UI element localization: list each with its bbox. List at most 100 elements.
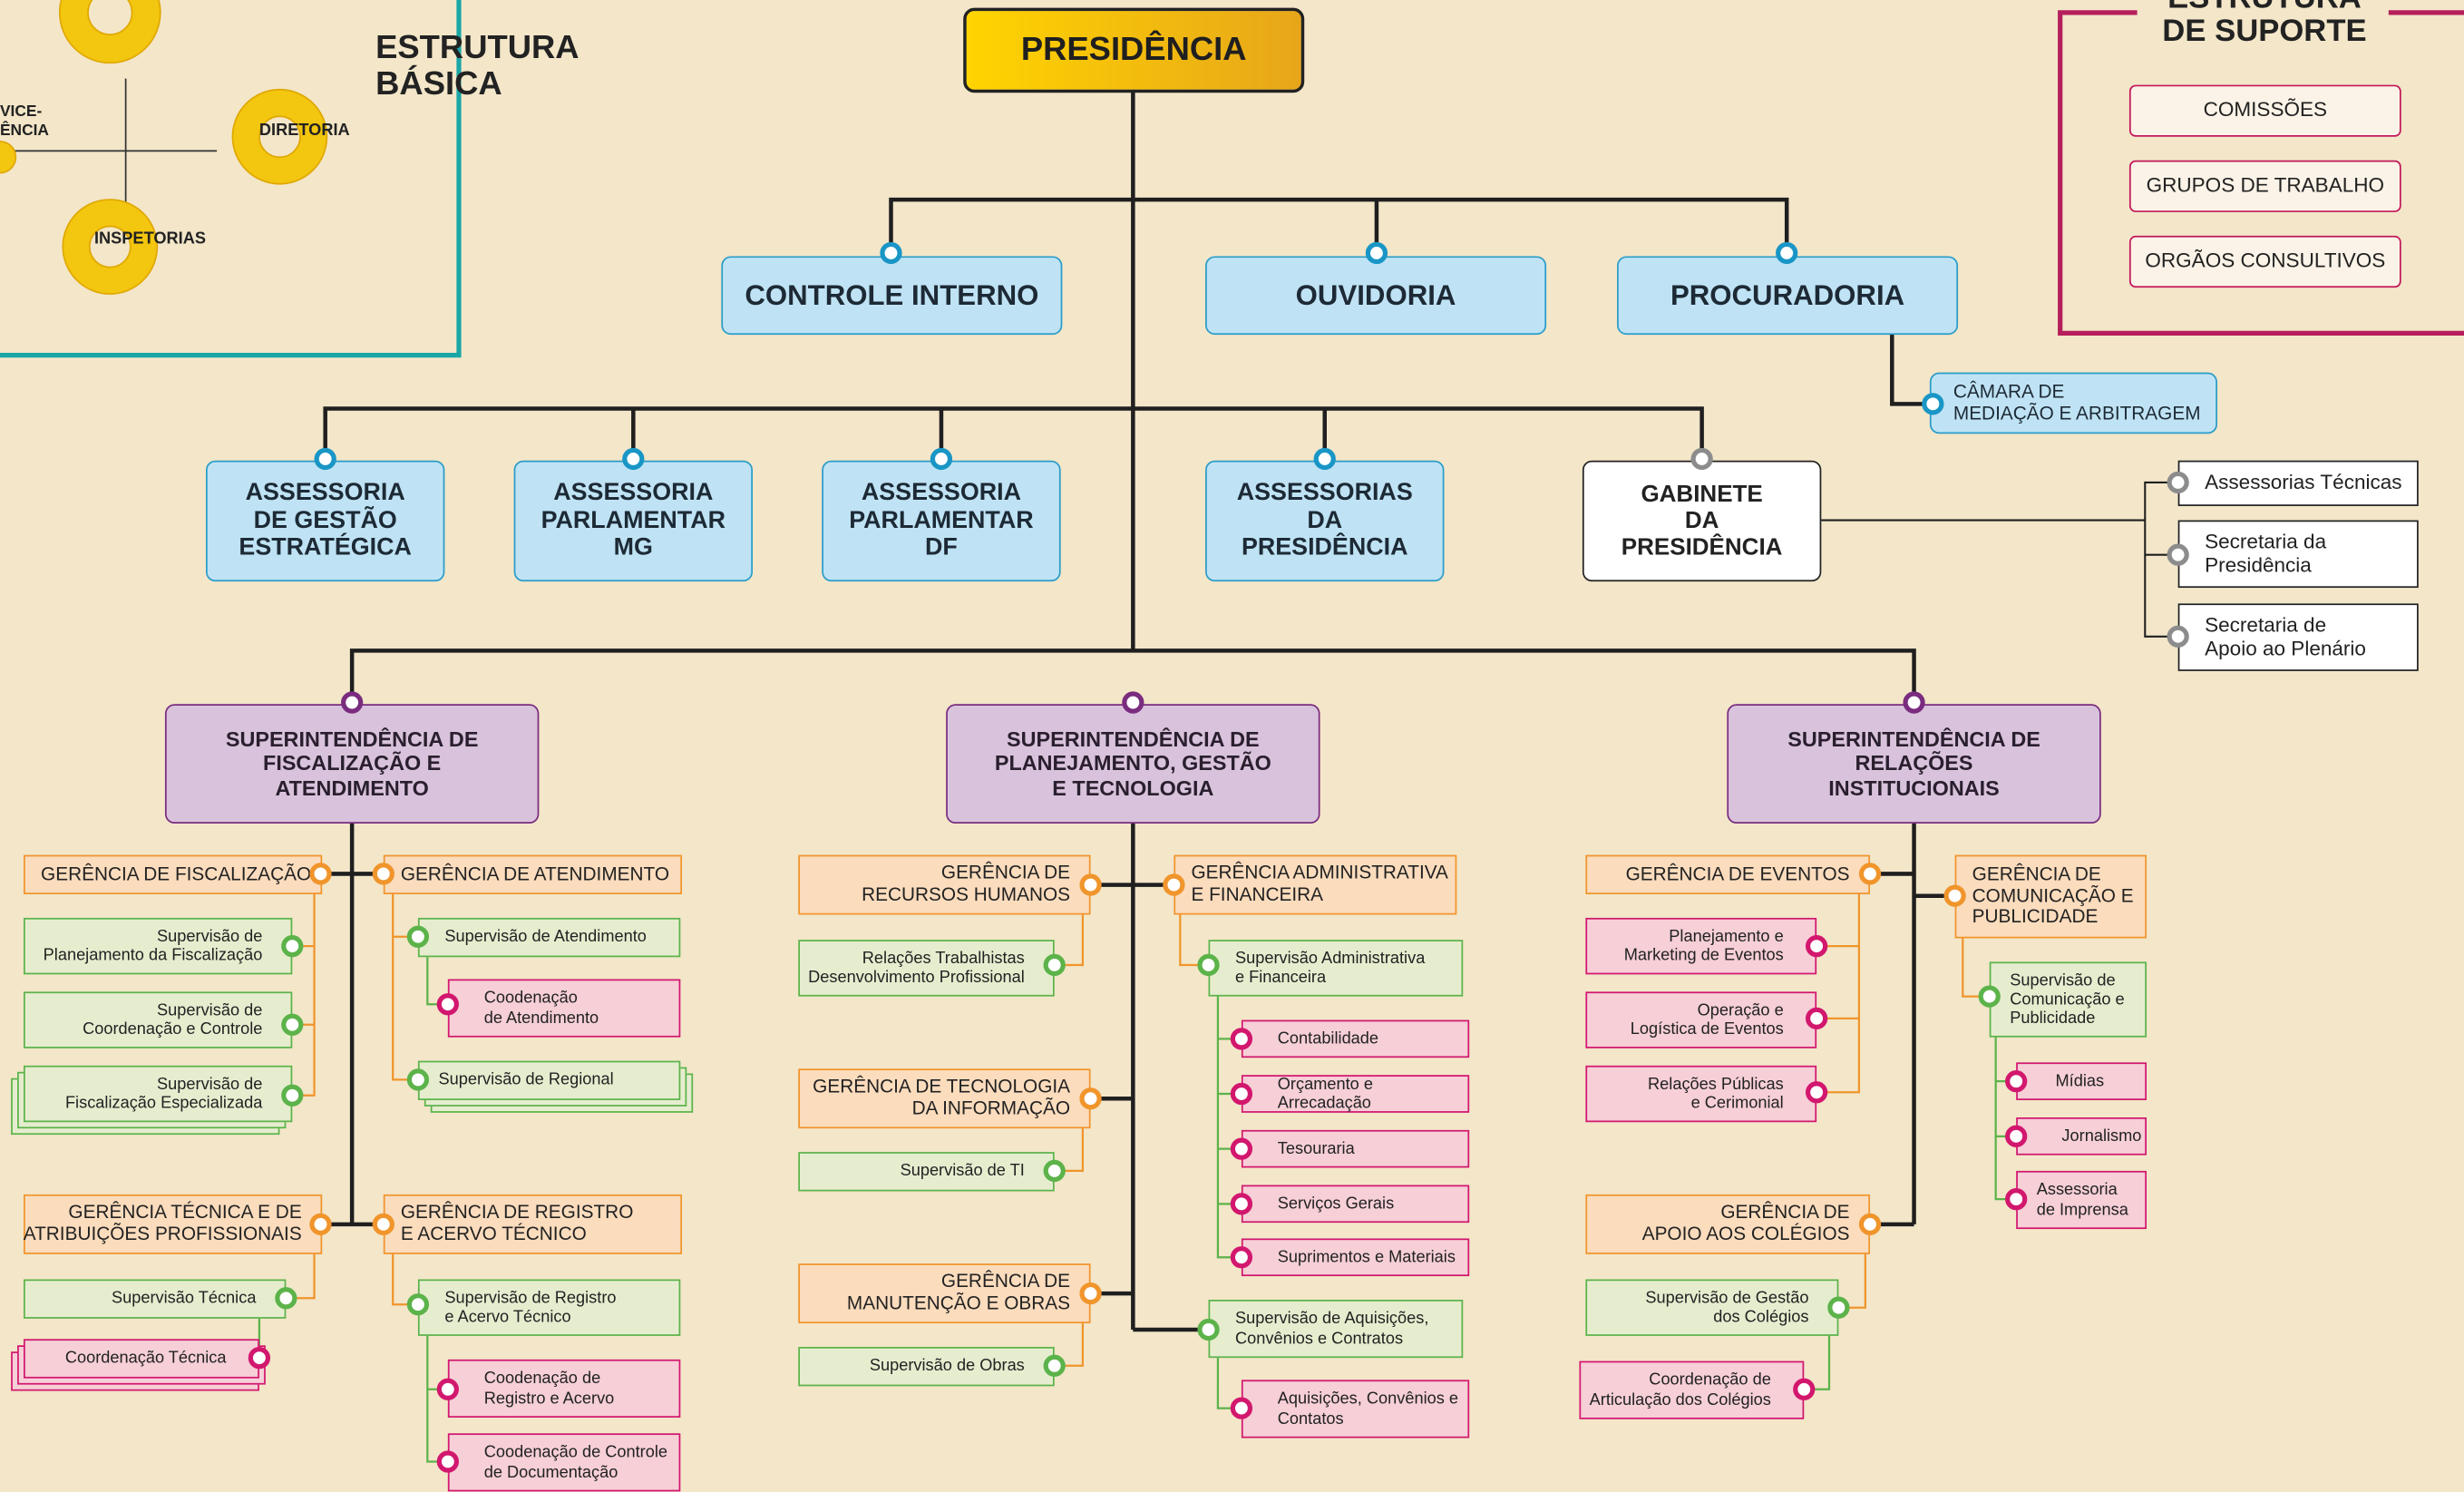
supervisao-atendimento-box[interactable]: Supervisão de Atendimento [417, 917, 681, 958]
camara-mediacao-box[interactable]: CÂMARA DE MEDIAÇÃO E ARBITRAGEM [1929, 372, 2217, 434]
supervisao-registro-box[interactable]: Supervisão de Registro e Acervo Técnico [417, 1279, 681, 1336]
assessorias-presidencia-box[interactable]: ASSESSORIAS DA PRESIDÊNCIA [1205, 460, 1445, 582]
supervisao-aquisicoes-box[interactable]: Supervisão de Aquisições, Convênios e Co… [1208, 1300, 1464, 1359]
assessorias-tecnicas-box[interactable]: Assessorias Técnicas [2177, 460, 2419, 506]
presidencia-box[interactable]: PRESIDÊNCIA [963, 7, 1305, 93]
connector-dot [1043, 1354, 1066, 1377]
connector-dot [880, 241, 902, 265]
assessoria-parlamentar-df-box[interactable]: ASSESSORIA PARLAMENTAR DF [822, 460, 1061, 582]
connector-dot [1079, 1087, 1102, 1110]
planejamento-marketing-box[interactable]: Planejamento e Marketing de Eventos [1585, 917, 1817, 975]
supervisao-tecnica-box[interactable]: Supervisão Técnica [23, 1279, 287, 1319]
ouvidoria-box[interactable]: OUVIDORIA [1205, 256, 1547, 336]
connector-dot [1690, 447, 1713, 471]
connector-dot [281, 1013, 304, 1036]
gerencia-tecnica-box[interactable]: GERÊNCIA TÉCNICA E DE ATRIBUIÇÕES PROFIS… [24, 1194, 323, 1254]
connector-dot [341, 691, 364, 714]
connector-dot [1943, 884, 1966, 907]
connector-dot [1827, 1296, 1850, 1319]
controle-interno-box[interactable]: CONTROLE INTERNO [721, 256, 1063, 336]
connector-dot [1230, 1397, 1253, 1419]
support-item-comissoes[interactable]: COMISSÕES [2128, 84, 2401, 137]
connector-dot [309, 1213, 332, 1235]
connector-dot [2005, 1070, 2028, 1093]
basic-structure-title: ESTRUTURA BÁSICA [375, 29, 579, 102]
connector-dot [1197, 953, 1220, 977]
connector-dot [2167, 471, 2189, 494]
assessoria-gestao-estrategica-box[interactable]: ASSESSORIA DE GESTÃO ESTRATÉGICA [205, 460, 445, 582]
support-structure-title: ESTRUTURA DE SUPORTE [2162, 0, 2367, 49]
jornalismo-box[interactable]: Jornalismo [2016, 1117, 2147, 1156]
assessoria-imprensa-box[interactable]: Assessoria de Imprensa [2016, 1170, 2147, 1230]
secretaria-apoio-plenario-box[interactable]: Secretaria de Apoio ao Plenário [2177, 603, 2419, 671]
connector-dot [275, 1287, 297, 1310]
coordenacao-documentacao-box[interactable]: Coodenação de Controle de Documentação [447, 1433, 681, 1492]
contabilidade-box[interactable]: Contabilidade [1241, 1019, 1470, 1058]
supervisao-coordenacao-controle-box[interactable]: Supervisão de Coordenação e Controle [23, 991, 293, 1048]
gerencia-manutencao-box[interactable]: GERÊNCIA DE MANUTENÇÃO E OBRAS [798, 1263, 1091, 1324]
connector-dot [1230, 1137, 1253, 1160]
connector-dot [1230, 1193, 1253, 1215]
coordenacao-registro-box[interactable]: Coodenação de Registro e Acervo [447, 1359, 681, 1418]
gerencia-administrativa-box[interactable]: GERÊNCIA ADMINISTRATIVA E FINANCEIRA [1174, 854, 1457, 915]
superintendencia-planejamento-box[interactable]: SUPERINTENDÊNCIA DE PLANEJAMENTO, GESTÃO… [946, 704, 1320, 824]
connector-dot [1858, 1213, 1882, 1235]
relacoes-publicas-box[interactable]: Relações Públicas e Cerimonial [1585, 1065, 1817, 1123]
suprimentos-materiais-box[interactable]: Suprimentos e Materiais [1241, 1238, 1470, 1277]
gerencia-eventos-box[interactable]: GERÊNCIA DE EVENTOS [1585, 854, 1871, 894]
gerencia-comunicacao-box[interactable]: GERÊNCIA DE COMUNICAÇÃO E PUBLICIDADE [1954, 854, 2147, 939]
supervisao-regional-box[interactable]: Supervisão de Regional [417, 1060, 681, 1100]
gerencia-ti-box[interactable]: GERÊNCIA DE TECNOLOGIA DA INFORMAÇÃO [798, 1068, 1091, 1129]
aquisicoes-convenios-box[interactable]: Aquisições, Convênios e Contatos [1241, 1380, 1470, 1438]
connector-dot [1197, 1318, 1220, 1341]
connector-dot [1805, 1007, 1828, 1029]
connector-dot [281, 935, 304, 958]
connector-dot [309, 863, 332, 885]
support-item-orgaos-consultivos[interactable]: ORGÃOS CONSULTIVOS [2128, 235, 2401, 288]
connector-dot [1903, 691, 1925, 714]
midias-box[interactable]: Mídias [2016, 1062, 2147, 1100]
secretaria-presidencia-box[interactable]: Secretaria da Presidência [2177, 520, 2419, 589]
connector-dot [372, 863, 394, 885]
relacoes-trabalhistas-box[interactable]: Relações Trabalhistas Desenvolvimento Pr… [798, 940, 1055, 997]
procuradoria-box[interactable]: PROCURADORIA [1617, 256, 1959, 336]
supervisao-planejamento-fiscalizacao-box[interactable]: Supervisão de Planejamento da Fiscalizaç… [23, 917, 293, 975]
coordenacao-atendimento-box[interactable]: Coodenação de Atendimento [447, 979, 681, 1038]
tesouraria-box[interactable]: Tesouraria [1241, 1129, 1470, 1168]
gabinete-presidencia-box[interactable]: GABINETE DA PRESIDÊNCIA [1582, 460, 1822, 582]
supervisao-fiscalizacao-especializada-box[interactable]: Supervisão de Fiscalização Especializada [23, 1065, 293, 1123]
supervisao-comunicacao-box[interactable]: Supervisão de Comunicação e Publicidade [1989, 961, 2147, 1038]
supervisao-ti-box[interactable]: Supervisão de TI [798, 1152, 1055, 1192]
gerencia-fiscalizacao-box[interactable]: GERÊNCIA DE FISCALIZAÇÃO [23, 854, 323, 894]
diretoria-label: DIRETORIA [258, 121, 350, 141]
gerencia-rh-box[interactable]: GERÊNCIA DE RECURSOS HUMANOS [798, 854, 1091, 915]
gerencia-registro-box[interactable]: GERÊNCIA DE REGISTRO E ACERVO TÉCNICO [383, 1194, 683, 1254]
supervisao-obras-box[interactable]: Supervisão de Obras [798, 1347, 1055, 1387]
servicos-gerais-box[interactable]: Serviços Gerais [1241, 1185, 1470, 1224]
connector-dot [1805, 935, 1828, 958]
gerencia-atendimento-box[interactable]: GERÊNCIA DE ATENDIMENTO [383, 854, 683, 894]
connector-dot [436, 1378, 459, 1400]
superintendencia-fiscalizacao-box[interactable]: SUPERINTENDÊNCIA DE FISCALIZAÇÃO E ATEND… [164, 704, 540, 824]
assessoria-parlamentar-mg-box[interactable]: ASSESSORIA PARLAMENTAR MG [513, 460, 754, 582]
orcamento-arrecadacao-box[interactable]: Orçamento e Arrecadação [1241, 1075, 1470, 1113]
superintendencia-relacoes-box[interactable]: SUPERINTENDÊNCIA DE RELAÇÕES INSTITUCION… [1727, 704, 2101, 824]
vice-presidencia-label: VICE- ÊNCIA [0, 103, 49, 140]
connector-dot [1079, 1282, 1102, 1305]
gerencia-apoio-colegios-box[interactable]: GERÊNCIA DE APOIO AOS COLÉGIOS [1585, 1194, 1871, 1254]
inspetorias-label: INSPETORIAS [93, 229, 206, 249]
supervisao-administrativa-box[interactable]: Supervisão Administrativa e Financeira [1208, 940, 1464, 997]
connector-dot [2005, 1125, 2028, 1147]
supervisao-gestao-colegios-box[interactable]: Supervisão de Gestão dos Colégios [1585, 1279, 1839, 1336]
operacao-logistica-box[interactable]: Operação e Logística de Eventos [1585, 991, 1817, 1048]
connector-dot [1858, 863, 1882, 885]
connector-dot [406, 1068, 430, 1091]
connector-dot [1978, 985, 2001, 1008]
connector-dot [248, 1347, 271, 1370]
support-item-grupos-de-trabalho[interactable]: GRUPOS DE TRABALHO [2128, 160, 2401, 212]
connector-dot [1043, 953, 1066, 977]
connector-dot [1922, 393, 1944, 415]
coordenacao-tecnica-box[interactable]: Coordenação Técnica [23, 1339, 259, 1379]
coordenacao-articulacao-box[interactable]: Coordenação de Articulação dos Colégios [1579, 1360, 1805, 1419]
